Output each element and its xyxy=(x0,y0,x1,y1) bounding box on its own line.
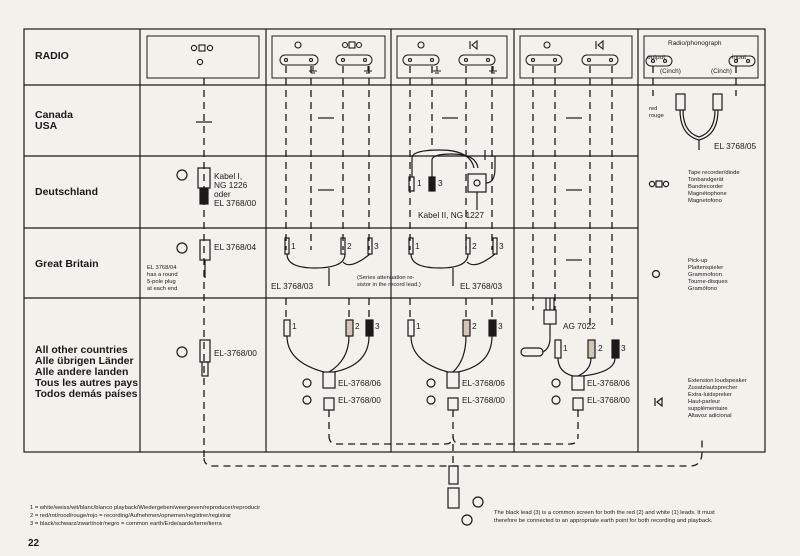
ag-7022: AG 7022 xyxy=(563,321,596,331)
footnote-2: 2 = red/rot/rood/rouge/rojo = recording/… xyxy=(30,513,232,519)
row-other-4: Tous les autres pays xyxy=(35,377,139,389)
legend-pickup-0: Pick-up xyxy=(688,258,708,264)
legend-tape-1: Tonbandgerät xyxy=(688,177,724,183)
row-usa: USA xyxy=(35,120,58,132)
row-radio: RADIO xyxy=(35,50,69,62)
legend-tape-3: Magnétophone xyxy=(688,191,727,197)
legend-speaker-1: Zusatzlautsprecher xyxy=(688,385,738,391)
gb-cable-right: EL 3768/03 xyxy=(460,281,503,291)
legend-tape-2: Bandrecorder xyxy=(688,184,724,190)
black-lead-note-2: therefore be connected to an appropriate… xyxy=(494,518,713,524)
row-other-2: Alle übrigen Länder xyxy=(35,355,134,367)
footnote-1: 1 = white/weiss/wit/blanc/blanco playbac… xyxy=(30,505,261,511)
kabel1-line4: EL 3768/00 xyxy=(214,198,257,208)
cinch-right: (Cinch) xyxy=(711,68,732,75)
gb-note-2: has a round xyxy=(147,272,178,278)
de-lead-3: 3 xyxy=(438,178,443,188)
oc-n1-b: 1 xyxy=(416,321,421,331)
legend-pickup-2: Grammofoon xyxy=(688,272,722,278)
legend-pickup-4: Gramófono xyxy=(688,286,717,292)
other-cable: EL-3768/00 xyxy=(214,348,257,358)
legend-tape-4: Magnetofono xyxy=(688,198,722,204)
gb-n2-right: 2 xyxy=(472,241,477,251)
canada-cable: EL 3768/05 xyxy=(714,141,757,151)
grid-lines xyxy=(23,28,766,453)
legend-speaker-3: Haut-parleur xyxy=(688,399,721,405)
canada-rouge: rouge xyxy=(649,113,664,119)
input-label: input xyxy=(732,54,747,61)
gb-cable-top: EL 3768/04 xyxy=(214,242,257,252)
other-c00-c: EL-3768/00 xyxy=(587,395,630,405)
cinch-left: (Cinch) xyxy=(660,68,681,75)
legend-speaker-2: Extra-luidspreker xyxy=(688,392,732,398)
other-c00-b: EL-3768/00 xyxy=(462,395,505,405)
canada-red: red xyxy=(649,106,658,112)
row-great-britain: Great Britain xyxy=(35,258,99,270)
gb-note-1: EL 3768/04 xyxy=(147,265,177,271)
legend-speaker-0: Extension loudspeaker xyxy=(688,378,747,384)
gb-n1-left: 1 xyxy=(291,241,296,251)
oc-n3-c: 3 xyxy=(621,343,626,353)
other-c06-c: EL-3768/06 xyxy=(587,378,630,388)
gb-note-4: at each end xyxy=(147,286,178,292)
oc-n1-c: 1 xyxy=(563,343,568,353)
row-canada: Canada xyxy=(35,109,73,121)
footnote-3: 3 = black/schwarz/zwart/noir/negro = com… xyxy=(30,521,222,527)
legend-speaker-4: supplémentaire xyxy=(688,406,728,412)
gb-n1-right: 1 xyxy=(415,241,420,251)
other-c06-b: EL-3768/06 xyxy=(462,378,505,388)
radio-phono-title: Radio/phonograph xyxy=(668,40,722,47)
other-c06-a: EL-3768/06 xyxy=(338,378,381,388)
kabel1-line2: NG 1226 xyxy=(214,180,248,190)
black-lead-note-1: The black lead (3) is a common screen fo… xyxy=(494,510,715,516)
legend-speaker-5: Altavoz adicional xyxy=(688,413,732,419)
oc-n3-b: 3 xyxy=(498,321,503,331)
oc-n2-b: 2 xyxy=(472,321,477,331)
kabel2-label: Kabel II, NG 1227 xyxy=(418,210,484,220)
row-other-3: Alle andere landen xyxy=(35,366,129,378)
page-number: 22 xyxy=(28,538,40,549)
gb-n2-left: 2 xyxy=(347,241,352,251)
legend-pickup-1: Plattenspieler xyxy=(688,265,724,271)
row-other-5: Todos demás países xyxy=(35,388,138,400)
kabel1-line1: Kabel I, xyxy=(214,171,243,181)
gb-n3-right: 3 xyxy=(499,241,504,251)
legend-pickup-3: Tourne-disques xyxy=(688,279,728,285)
row-deutschland: Deutschland xyxy=(35,186,99,198)
other-c00-a: EL-3768/00 xyxy=(338,395,381,405)
oc-n3-a: 3 xyxy=(375,321,380,331)
output-label: output xyxy=(647,54,666,61)
row-other-1: All other countries xyxy=(35,344,128,356)
de-lead-1: 1 xyxy=(417,178,422,188)
oc-n1-a: 1 xyxy=(292,321,297,331)
gb-series-1: (Series attenuation re- xyxy=(357,275,415,281)
legend-tape-0: Tape recorder/diode xyxy=(688,170,740,176)
kabel1-line3: oder xyxy=(214,189,231,199)
gb-note-3: 5-pole plug xyxy=(147,279,176,285)
oc-n2-c: 2 xyxy=(598,343,603,353)
gb-cable-left: EL 3768/03 xyxy=(271,281,314,291)
gb-series-2: sistor in the record lead.) xyxy=(357,282,421,288)
oc-n2-a: 2 xyxy=(355,321,360,331)
gb-n3-left: 3 xyxy=(374,241,379,251)
